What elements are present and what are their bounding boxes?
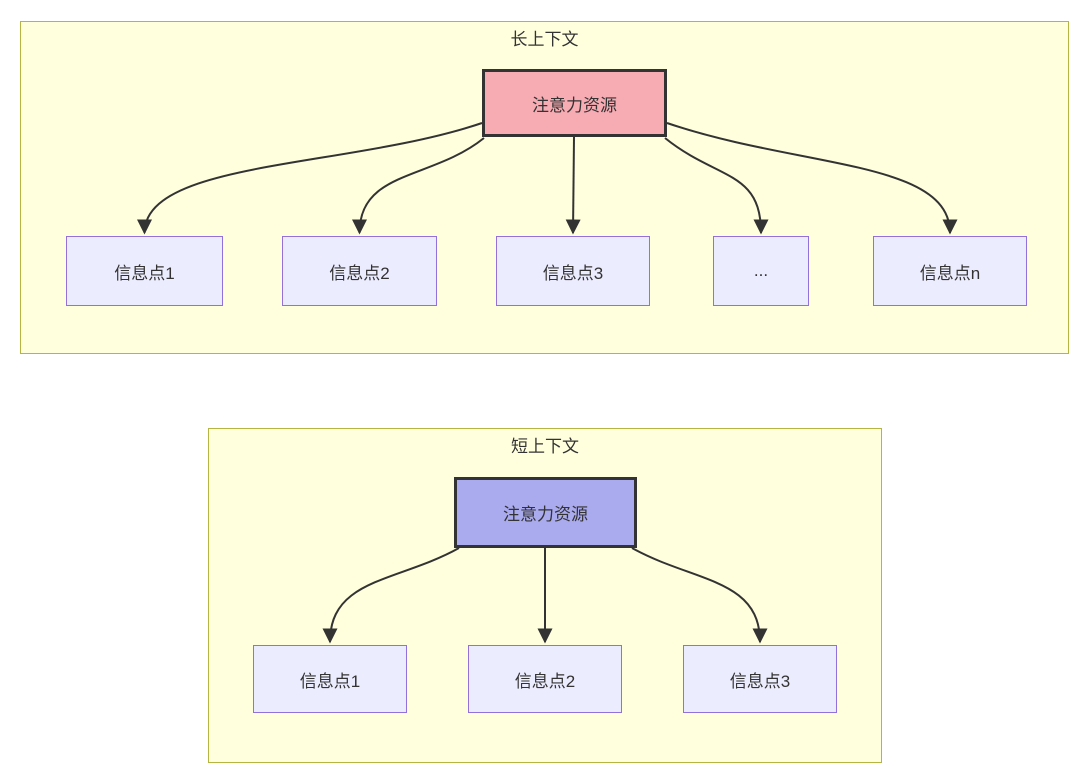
info-node-long-2: 信息点2 (282, 236, 437, 306)
info-node-short-3: 信息点3 (683, 645, 837, 713)
info-node-short-2: 信息点2 (468, 645, 622, 713)
info-node-long-ellipsis: ... (713, 236, 809, 306)
info-node-short-1: 信息点1 (253, 645, 407, 713)
attention-box-long: 注意力资源 (482, 69, 667, 137)
info-node-long-1: 信息点1 (66, 236, 223, 306)
attention-box-short: 注意力资源 (454, 477, 637, 548)
short-context-title: 短上下文 (511, 437, 579, 456)
info-node-long-n: 信息点n (873, 236, 1027, 306)
long-context-title: 长上下文 (510, 30, 579, 49)
info-node-long-3: 信息点3 (496, 236, 650, 306)
